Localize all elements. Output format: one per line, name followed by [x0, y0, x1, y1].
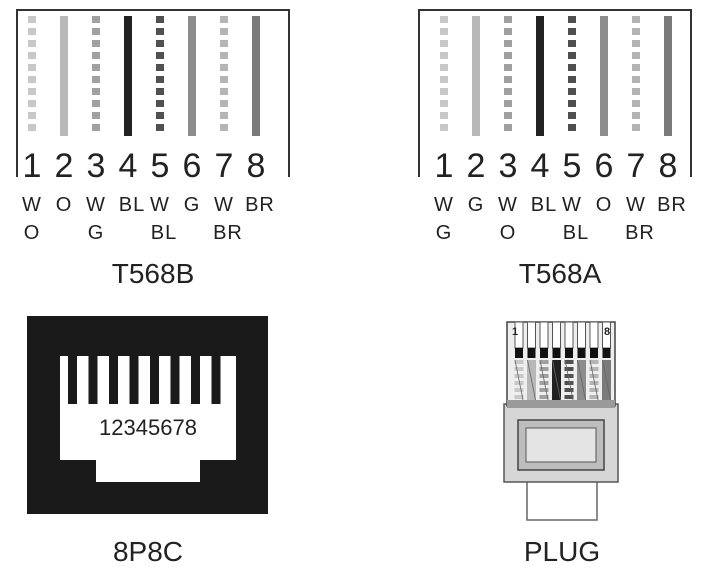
jack-contact-8 [211, 356, 221, 404]
t568a-pin-number-7: 7 [627, 147, 646, 185]
t568b-wires [28, 16, 260, 136]
plug-caption: PLUG [524, 536, 600, 567]
jack-8p8c: 12345678 8P8C [27, 316, 268, 567]
t568b-title: T568B [112, 258, 195, 289]
t568a-pin-number-6: 6 [595, 147, 614, 185]
t568a-code-7-line-2: BR [625, 222, 655, 244]
t568a-code-5-line-1: W [562, 194, 582, 216]
plug-contact-blade-6 [577, 348, 586, 358]
plug-wire-twist-7 [589, 359, 599, 401]
t568b-pin-number-4: 4 [119, 147, 138, 185]
t568b-code-7-line-1: W [214, 194, 234, 216]
plug-contact-blade-2 [527, 348, 536, 358]
jack-contact-6 [170, 356, 180, 404]
jack-contact-2 [88, 356, 98, 404]
t568a-code-8-line-1: BR [657, 194, 687, 216]
t568a-pin-number-1: 1 [435, 147, 454, 185]
plug-pin-one-mark: 1 [512, 326, 518, 338]
t568b-frame [16, 9, 290, 177]
plug-wire-twist-4 [552, 359, 561, 401]
t568b-code-1-line-1: W [22, 194, 42, 216]
jack-contacts [68, 356, 221, 404]
t568a-title: T568A [519, 258, 602, 289]
t568a-code-7-line-1: W [626, 194, 646, 216]
plug-contact-5 [564, 321, 574, 349]
plug-wire-twist-2 [527, 359, 536, 401]
t568a-code-4-line-1: BL [531, 194, 557, 216]
plug-contact-6 [577, 321, 586, 349]
plug-crimp-bar [507, 400, 615, 408]
plug-contact-blade-5 [565, 348, 573, 358]
t568b-pin-number-2: 2 [55, 147, 74, 185]
t568a-pin-number-2: 2 [467, 147, 486, 185]
t568a-frame [418, 9, 692, 177]
t568b-code-1-line-2: O [24, 222, 41, 244]
t568b-code-3-line-2: G [88, 222, 105, 244]
jack-contact-5 [150, 356, 159, 404]
t568a-wires [440, 16, 672, 136]
plug-wire-twist-5 [564, 359, 574, 401]
jack-pin-numbers: 12345678 [99, 415, 197, 440]
jack-contact-3 [109, 356, 118, 404]
t568b-pin-number-6: 6 [183, 147, 202, 185]
jack-contact-7 [191, 356, 200, 404]
t568b-pin-number-7: 7 [215, 147, 234, 185]
t568b-pin-number-3: 3 [87, 147, 106, 185]
plug-wire-twist-3 [539, 359, 549, 401]
plug-contact-3 [539, 321, 549, 349]
t568b-pin-number-1: 1 [23, 147, 42, 185]
t568a-pin-number-3: 3 [499, 147, 518, 185]
t568b-code-3-line-1: W [86, 194, 106, 216]
t568a-code-3-line-1: W [498, 194, 518, 216]
plug-contact-4 [552, 321, 561, 349]
t568b-pin-number-8: 8 [247, 147, 266, 185]
plug-contact-blade-4 [552, 348, 561, 358]
plug-contact-blade-1 [515, 348, 523, 358]
plug-contacts [514, 321, 611, 358]
t568a-code-3-line-2: O [500, 222, 517, 244]
jack-contact-4 [129, 356, 139, 404]
t568a-pin-number-5: 5 [563, 147, 582, 185]
t568b-code-8-line-1: BR [245, 194, 275, 216]
t568a-code-5-line-2: BL [563, 222, 589, 244]
t568a-code-1-line-1: W [434, 194, 454, 216]
plug-contact-7 [589, 321, 599, 349]
jack-contact-1 [68, 356, 77, 404]
t568b-code-7-line-2: BR [213, 222, 243, 244]
plug-contact-2 [527, 321, 536, 349]
plug-wire-twist-6 [577, 359, 586, 401]
t568b-code-4-line-1: BL [119, 194, 145, 216]
t568b-pin-number-5: 5 [151, 147, 170, 185]
plug-wire-twist-8 [602, 359, 611, 401]
plug-cable [526, 477, 598, 521]
t568b-code-5-line-1: W [150, 194, 170, 216]
plug-pin-eight-mark: 8 [604, 326, 610, 338]
t568a-code-6-line-1: O [596, 194, 613, 216]
t568a-pin-number-4: 4 [531, 147, 550, 185]
t568b-code-2-line-1: O [56, 194, 73, 216]
plug-wires [514, 359, 611, 401]
jack-caption: 8P8C [113, 536, 183, 567]
t568a-pin-number-8: 8 [659, 147, 678, 185]
t568a-code-2-line-1: G [468, 194, 485, 216]
t568b-code-6-line-1: G [184, 194, 201, 216]
plug-contact-blade-8 [602, 348, 611, 358]
t568b-code-5-line-2: BL [151, 222, 177, 244]
t568a-code-1-line-2: G [436, 222, 453, 244]
rj45-plug: 1 8 PLUG [503, 321, 619, 567]
plug-latch-window [525, 427, 597, 463]
plug-contact-blade-7 [590, 348, 598, 358]
plug-wire-twist-1 [514, 359, 524, 401]
plug-contact-blade-3 [540, 348, 548, 358]
